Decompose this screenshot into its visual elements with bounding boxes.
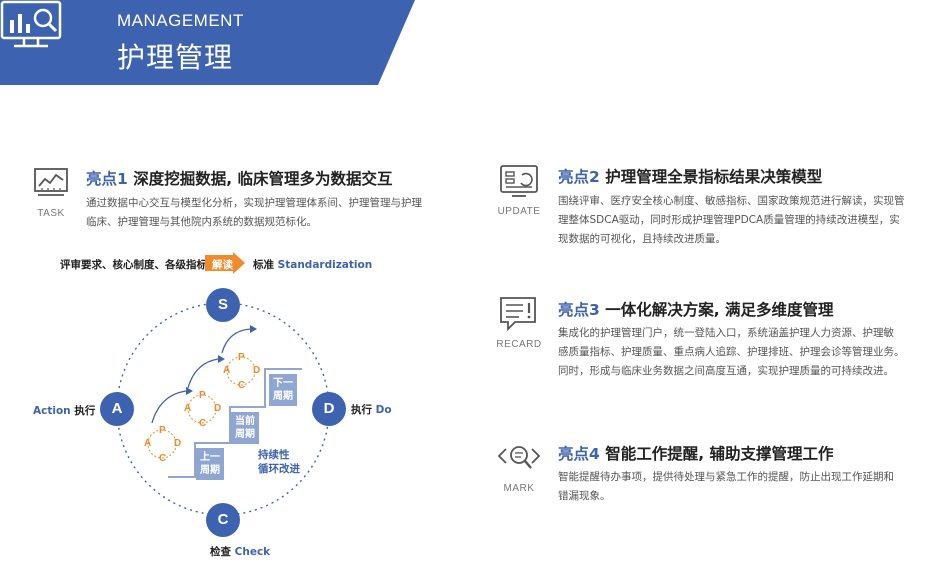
period-next: 下一 周期 (269, 374, 297, 406)
highlight-1-title-text: 深度挖掘数据, 临床管理多为数据交互 (127, 170, 393, 188)
icon-label-update: UPDATE (497, 206, 541, 217)
action-zh: 执行 (74, 405, 96, 417)
standard-zh: 标准 (253, 259, 274, 271)
do-zh: 执行 (351, 404, 372, 416)
period-line: 当前 (235, 416, 255, 427)
period-line: 下一 (273, 378, 293, 389)
analytics-monitor-icon (0, 0, 62, 48)
pdca-p: P (199, 390, 206, 401)
highlight-2-num: 亮点2 (558, 168, 600, 186)
period-prev: 上一 周期 (196, 448, 224, 480)
input-label: 评审要求、核心制度、各级指标 (60, 259, 207, 271)
highlight-3-title-text: 一体化解决方案, 满足多维度管理 (599, 301, 834, 319)
header-title-en: MANAGEMENT (117, 11, 244, 30)
desc-line: 围绕评审、医疗安全核心制度、敏感指标、国家政策规范进行解读，实现管 (558, 195, 905, 207)
icon-label-task: TASK (37, 208, 65, 219)
banner-shape (0, 0, 415, 85)
standard-label: 标准 Standardization (253, 257, 372, 272)
highlight-2-title-text: 护理管理全景指标结果决策模型 (599, 168, 823, 186)
interpret-arrow (205, 252, 245, 274)
highlight-3-num: 亮点3 (558, 301, 600, 319)
highlight-1-num: 亮点1 (86, 170, 128, 188)
pdca-c: C (238, 380, 246, 391)
pdca-d: D (214, 403, 222, 414)
icon-label-mark: MARK (503, 483, 535, 494)
desc-line: 现数据的可视化，且持续改进质量。 (558, 233, 726, 245)
action-label: Action 执行 (33, 403, 95, 418)
highlight-2-title: 亮点2 护理管理全景指标结果决策模型 (558, 165, 822, 187)
check-en: Check (234, 546, 271, 558)
pdca-p: P (238, 352, 245, 363)
do-en: Do (375, 404, 392, 416)
check-label: 检查 Check (210, 544, 270, 559)
desc-line: 理整体SDCA驱动，同时形成护理管理PDCA质量管理的持续改进模型，实 (558, 214, 900, 226)
highlight-4-num: 亮点4 (558, 445, 600, 463)
highlight-3-desc: 集成化的护理管理门户，统一登陆入口，系统涵盖护理人力资源、护理敏 感质量指标、护… (558, 324, 923, 381)
cycle-label: 持续性 循环改进 (258, 448, 300, 476)
desc-line: 临床、护理管理与其他院内系统的数据规范标化。 (86, 216, 317, 228)
icon-label-recard: RECARD (496, 339, 542, 350)
header-title-zh: 护理管理 (117, 41, 234, 74)
header-banner: MANAGEMENT 护理管理 (0, 0, 415, 85)
period-current: 当前 周期 (231, 412, 259, 444)
pdca-a: A (223, 365, 231, 376)
sdca-pdca-diagram: 评审要求、核心制度、各级指标 解读 标准 Standardization P D… (0, 245, 470, 563)
do-label: 执行 Do (351, 402, 392, 417)
highlight-3-title: 亮点3 一体化解决方案, 满足多维度管理 (558, 298, 833, 320)
pdca-d: D (253, 365, 261, 376)
highlight-4-desc: 智能提醒待办事项，提供待处理与紧急工作的提醒，防止出现工作延期和 错漏现象。 (558, 468, 918, 506)
highlight-1-desc: 通过数据中心交互与模型化分析，实现护理管理体系间、护理管理与护理 临床、护理管理… (86, 194, 446, 232)
desc-line: 感质量指标、护理质量、重点病人追踪、护理排班、护理会诊等管理业务。 (558, 346, 905, 358)
pdca-p: P (159, 425, 166, 436)
pdca-a: A (144, 438, 152, 449)
node-s: S (206, 288, 240, 322)
interpret-label: 解读 (212, 259, 233, 271)
period-line: 周期 (200, 465, 220, 476)
desc-line: 通过数据中心交互与模型化分析，实现护理管理体系间、护理管理与护理 (86, 197, 422, 209)
desc-line: 智能提醒待办事项，提供待处理与紧急工作的提醒，防止出现工作延期和 (558, 471, 894, 483)
pdca-d: D (174, 438, 182, 449)
cycle-line: 持续性 (258, 449, 290, 461)
desc-line: 错漏现象。 (558, 490, 611, 502)
node-d: D (312, 392, 346, 426)
highlight-4-title-text: 智能工作提醒, 辅助支撑管理工作 (599, 445, 834, 463)
line-chart-icon (34, 168, 68, 196)
standard-en: Standardization (277, 259, 373, 271)
check-zh: 检查 (210, 546, 231, 558)
highlight-1-title: 亮点1 深度挖掘数据, 临床管理多为数据交互 (86, 167, 392, 189)
action-en: Action (33, 405, 71, 417)
node-a: A (100, 392, 134, 426)
period-line: 周期 (235, 429, 255, 440)
period-line: 周期 (273, 391, 293, 402)
pdca-a: A (184, 403, 192, 414)
desc-line: 集成化的护理管理门户，统一登陆入口，系统涵盖护理人力资源、护理敏 (558, 327, 894, 339)
pdca-c: C (159, 453, 167, 464)
magnifier-code-icon (497, 446, 541, 469)
desc-line: 同时，形成与临床业务数据之间高度互通，实现护理质量的可持续改进。 (558, 365, 894, 377)
period-line: 上一 (200, 452, 220, 463)
node-c: C (206, 503, 240, 537)
monitor-update-icon (500, 165, 538, 197)
highlight-2-desc: 围绕评审、医疗安全核心制度、敏感指标、国家政策规范进行解读，实现管 理整体SDC… (558, 192, 918, 249)
cycle-line: 循环改进 (258, 463, 300, 475)
message-alert-icon (500, 297, 536, 332)
pdca-c: C (199, 418, 207, 429)
highlight-4-title: 亮点4 智能工作提醒, 辅助支撑管理工作 (558, 442, 833, 464)
